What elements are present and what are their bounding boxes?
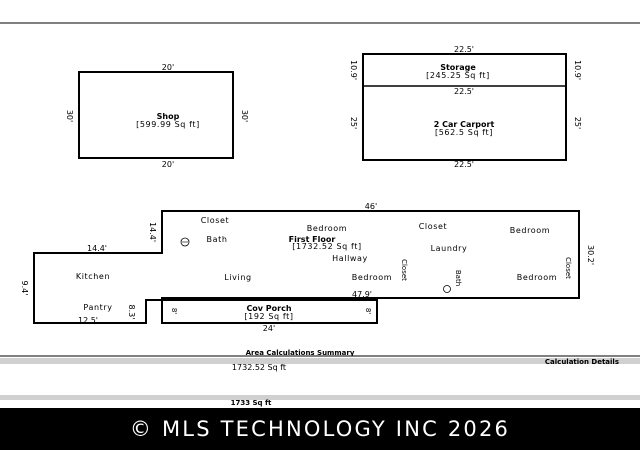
carport-right-dimension: 25'	[573, 117, 582, 129]
storage-right-dimension: 10.9'	[573, 60, 582, 80]
first-floor-block: 46' 14.4' 14.4' 9.4' 30.2' 47.9' 12.5' 8…	[20, 202, 595, 325]
room-kitchen: Kitchen	[76, 272, 110, 281]
summary-total: 1733 Sq ft	[231, 399, 272, 407]
room-living: Living	[224, 273, 251, 282]
house-bottom-left-dimension: 12.5'	[78, 316, 98, 325]
bath-1-fixture-icon	[180, 237, 190, 247]
carport-bottom-dimension: 22.5'	[454, 160, 474, 169]
storage-label: Storage	[440, 63, 476, 72]
summary-title: Area Calculations Summary	[246, 349, 355, 357]
storage-top-dimension: 22.5'	[454, 45, 474, 54]
room-bath-2: Bath	[454, 270, 462, 286]
house-top-dimension: 46'	[365, 202, 377, 211]
storage-carport-outline	[362, 53, 567, 161]
shop-area: [599.99 Sq ft]	[136, 120, 200, 129]
storage-carport-block: 22.5' Storage [245.25 Sq ft] 10.9' 10.9'…	[349, 45, 582, 169]
storage-left-dimension: 10.9'	[349, 60, 358, 80]
shop-label: Shop	[157, 112, 180, 121]
house-notch-dimension: 14.4'	[87, 244, 107, 253]
shop-top-dimension: 20'	[162, 63, 174, 72]
porch-area: [192 Sq ft]	[244, 312, 293, 321]
room-closet-4: Closet	[564, 257, 572, 279]
room-bedroom-3: Bedroom	[352, 273, 392, 282]
storage-carport-mid-dimension: 22.5'	[454, 87, 474, 96]
room-closet-2: Closet	[419, 222, 448, 231]
house-left-dimension: 9.4'	[20, 281, 29, 296]
area-summary: Area Calculations Summary Calculation De…	[0, 349, 640, 407]
porch-right-dimension: 8'	[364, 308, 372, 314]
shop-left-dimension: 30'	[65, 110, 74, 122]
room-closet-3: Closet	[400, 259, 408, 281]
porch-bottom-dimension: 24'	[263, 324, 275, 333]
copyright-banner: © MLS TECHNOLOGY INC 2026	[0, 408, 640, 450]
copyright-text: © MLS TECHNOLOGY INC 2026	[129, 417, 511, 441]
room-laundry: Laundry	[431, 244, 468, 253]
shop-bottom-dimension: 20'	[162, 160, 174, 169]
shop-block: 20' 20' 30' 30' Shop [599.99 Sq ft]	[65, 63, 249, 169]
room-closet-1: Closet	[201, 216, 230, 225]
room-bath-1: Bath	[207, 235, 228, 244]
first-floor-area: [1732.52 Sq ft]	[292, 242, 361, 251]
carport-label: 2 Car Carport	[434, 120, 495, 129]
porch-block: Cov Porch [192 Sq ft] 8' 8' 24'	[161, 299, 378, 333]
room-bedroom-1: Bedroom	[307, 224, 347, 233]
house-bottom-right-dimension: 47.9'	[352, 290, 372, 299]
shop-right-dimension: 30'	[240, 110, 249, 122]
first-floor-outline	[33, 210, 580, 324]
carport-left-dimension: 25'	[349, 117, 358, 129]
storage-area: [245.25 Sq ft]	[426, 71, 490, 80]
room-hallway: Hallway	[332, 254, 368, 263]
summary-total-bar	[0, 395, 640, 400]
summary-details-bar	[0, 358, 640, 364]
first-floor-label: First Floor	[289, 235, 336, 244]
room-bedroom-4: Bedroom	[517, 273, 557, 282]
house-step-dimension: 8.3'	[127, 305, 136, 320]
bath-2-fixture-icon	[443, 285, 451, 293]
room-bedroom-2: Bedroom	[510, 226, 550, 235]
carport-area: [562.5 Sq ft]	[435, 128, 493, 137]
shop-outline	[78, 71, 234, 159]
porch-left-dimension: 8'	[170, 308, 178, 314]
summary-line-value: 1732.52 Sq ft	[232, 363, 286, 372]
room-pantry: Pantry	[83, 303, 112, 312]
summary-details-title: Calculation Details	[545, 358, 619, 366]
porch-label: Cov Porch	[246, 304, 291, 313]
porch-outline	[161, 299, 378, 324]
house-notch-height-dimension: 14.4'	[148, 222, 157, 242]
house-right-dimension: 30.2'	[586, 245, 595, 265]
